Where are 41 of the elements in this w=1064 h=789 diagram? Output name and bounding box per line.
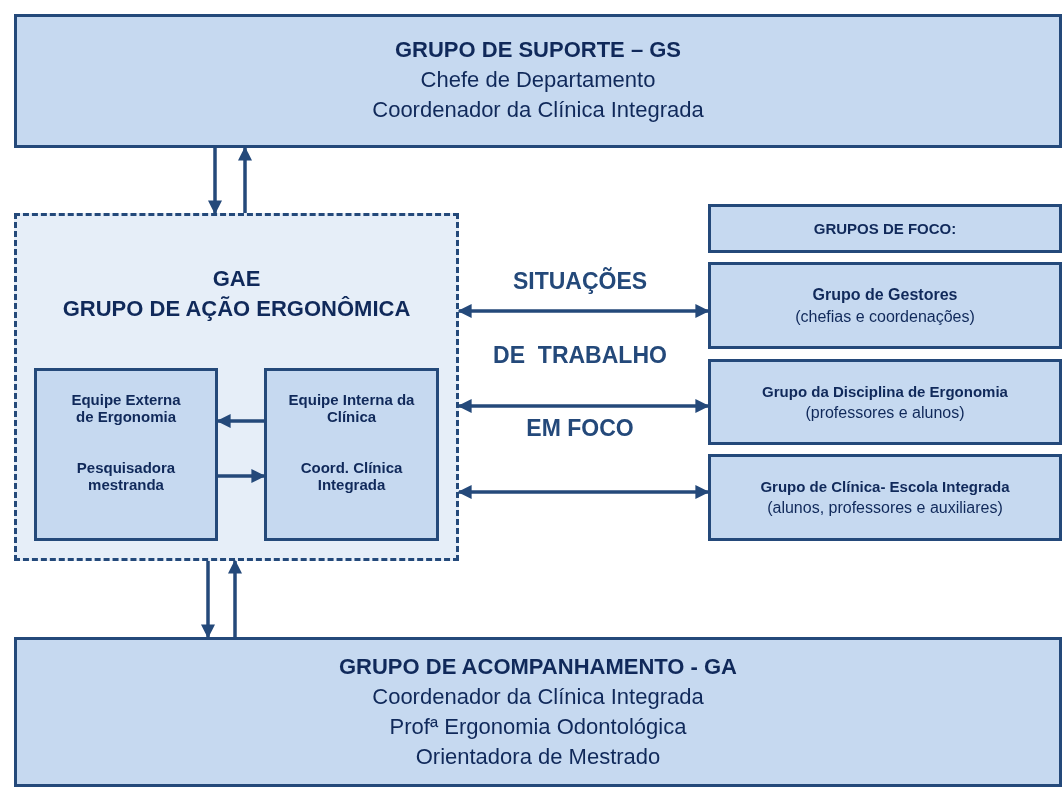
- group-title: Grupo de Gestores: [812, 285, 958, 304]
- group-title: Grupo da Disciplina de Ergonomia: [762, 382, 1008, 400]
- label-text: SITUAÇÕES: [511, 268, 649, 295]
- group-box: [708, 454, 1062, 541]
- group-box: [14, 14, 1062, 148]
- group-title: GRUPOS DE FOCO:: [813, 220, 957, 237]
- arrow: [216, 414, 264, 428]
- arrow: [457, 485, 710, 499]
- group-text: GRUPO DE AÇÃO ERGONÔMICA: [62, 296, 411, 322]
- group-text: Coordenador da Clínica Integrada: [372, 684, 704, 710]
- arrow: [238, 146, 252, 213]
- group-box: [708, 262, 1062, 349]
- group-text: Orientadora de Mestrado: [415, 744, 661, 770]
- group-box: [708, 359, 1062, 445]
- arrow: [208, 148, 222, 215]
- group-title: Equipe Externa de Ergonomia: [70, 391, 182, 425]
- label-text: EM FOCO: [525, 415, 635, 442]
- group-box: [14, 213, 459, 561]
- group-title: GRUPO DE ACOMPANHAMENTO - GA: [338, 654, 737, 680]
- group-box: [14, 637, 1062, 787]
- group-text: Chefe de Departamento: [420, 67, 656, 93]
- arrow: [201, 561, 215, 639]
- group-text: Profª Ergonomia Odontológica: [389, 714, 687, 740]
- group-text: (professores e alunos): [805, 403, 965, 422]
- group-text: Coordenador da Clínica Integrada: [372, 97, 704, 123]
- label-text: DE TRABALHO: [492, 342, 668, 369]
- arrow: [457, 399, 710, 413]
- group-title: GRUPO DE SUPORTE – GS: [394, 37, 682, 63]
- group-text: Pesquisadora mestranda: [75, 459, 177, 493]
- group-box: [708, 204, 1062, 253]
- arrow: [228, 559, 242, 637]
- group-title: Grupo de Clínica- Escola Integrada: [760, 478, 1010, 495]
- arrow: [457, 304, 710, 318]
- group-text: (alunos, professores e auxiliares): [767, 499, 1003, 517]
- group-text: Coord. Clínica Integrada: [299, 459, 404, 493]
- group-box: [264, 368, 439, 541]
- group-box: [34, 368, 218, 541]
- arrow: [218, 469, 266, 483]
- group-title: Equipe Interna da Clínica: [287, 391, 416, 425]
- group-text: (chefias e coordenações): [795, 307, 975, 326]
- group-title: GAE: [212, 266, 261, 292]
